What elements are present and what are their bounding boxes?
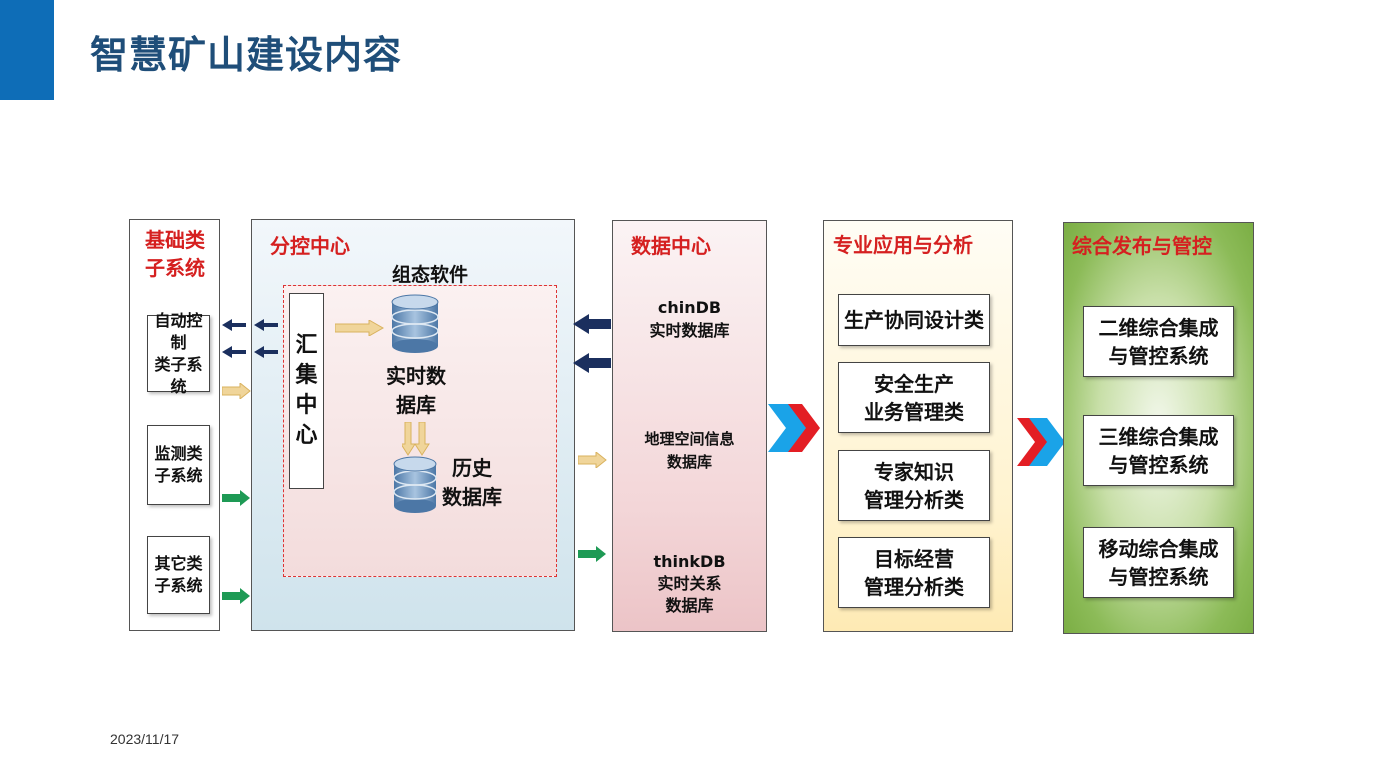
thinkdb-relational-db-label: thinkDB 实时关系 数据库 bbox=[653, 552, 726, 615]
slide-date: 2023/11/17 bbox=[110, 731, 180, 747]
right-arrow-icon bbox=[222, 588, 250, 604]
right-arrow-icon bbox=[578, 546, 606, 562]
page-title: 智慧矿山建设内容 bbox=[90, 32, 403, 77]
control-center-heading: 分控中心 bbox=[270, 234, 350, 258]
right-arrow-icon bbox=[578, 452, 607, 468]
data-center-panel bbox=[612, 220, 767, 632]
collect-to-realtime-arrow-icon bbox=[335, 320, 385, 336]
other-subsystem-box: 其它类 子系统 bbox=[147, 536, 210, 614]
mobile-integration-box: 移动综合集成 与管控系统 bbox=[1083, 527, 1234, 598]
auto-control-subsystem-box: 自动控制 类子系统 bbox=[147, 311, 210, 396]
chevron-right-icon bbox=[1017, 418, 1065, 466]
left-arrow-icon bbox=[222, 319, 278, 331]
realtime-database-label: 实时数 据库 bbox=[386, 364, 446, 417]
business-analysis-box: 目标经营 管理分析类 bbox=[838, 537, 990, 608]
store-down-arrow-icon bbox=[402, 422, 430, 456]
realtime-database-icon bbox=[391, 294, 439, 353]
base-subsystems-heading: 基础类 子系统 bbox=[145, 228, 205, 280]
production-design-box: 生产协同设计类 bbox=[838, 294, 990, 346]
monitoring-subsystem-box: 监测类 子系统 bbox=[147, 425, 210, 505]
collection-center-box: 汇 集 中 心 bbox=[289, 293, 324, 489]
left-arrow-icon bbox=[573, 353, 611, 373]
left-arrow-icon bbox=[222, 346, 278, 358]
config-software-label: 组态软件 bbox=[392, 264, 469, 286]
right-arrow-icon bbox=[222, 383, 251, 399]
chevron-right-icon bbox=[768, 404, 820, 452]
history-database-label: 历史 数据库 bbox=[442, 456, 502, 509]
left-arrow-icon bbox=[573, 314, 611, 334]
publish-control-heading: 综合发布与管控 bbox=[1072, 234, 1212, 258]
geospatial-db-label: 地理空间信息 数据库 bbox=[644, 430, 735, 471]
3d-integration-box: 三维综合集成 与管控系统 bbox=[1083, 415, 1234, 486]
corner-accent-bar bbox=[0, 0, 54, 100]
history-database-icon bbox=[393, 456, 437, 513]
2d-integration-box: 二维综合集成 与管控系统 bbox=[1083, 306, 1234, 377]
data-center-heading: 数据中心 bbox=[631, 234, 711, 258]
expert-knowledge-box: 专家知识 管理分析类 bbox=[838, 450, 990, 521]
chindb-realtime-db-label: chinDB 实时数据库 bbox=[649, 298, 730, 340]
applications-heading: 专业应用与分析 bbox=[833, 233, 973, 257]
safety-management-box: 安全生产 业务管理类 bbox=[838, 362, 990, 433]
right-arrow-icon bbox=[222, 490, 250, 506]
